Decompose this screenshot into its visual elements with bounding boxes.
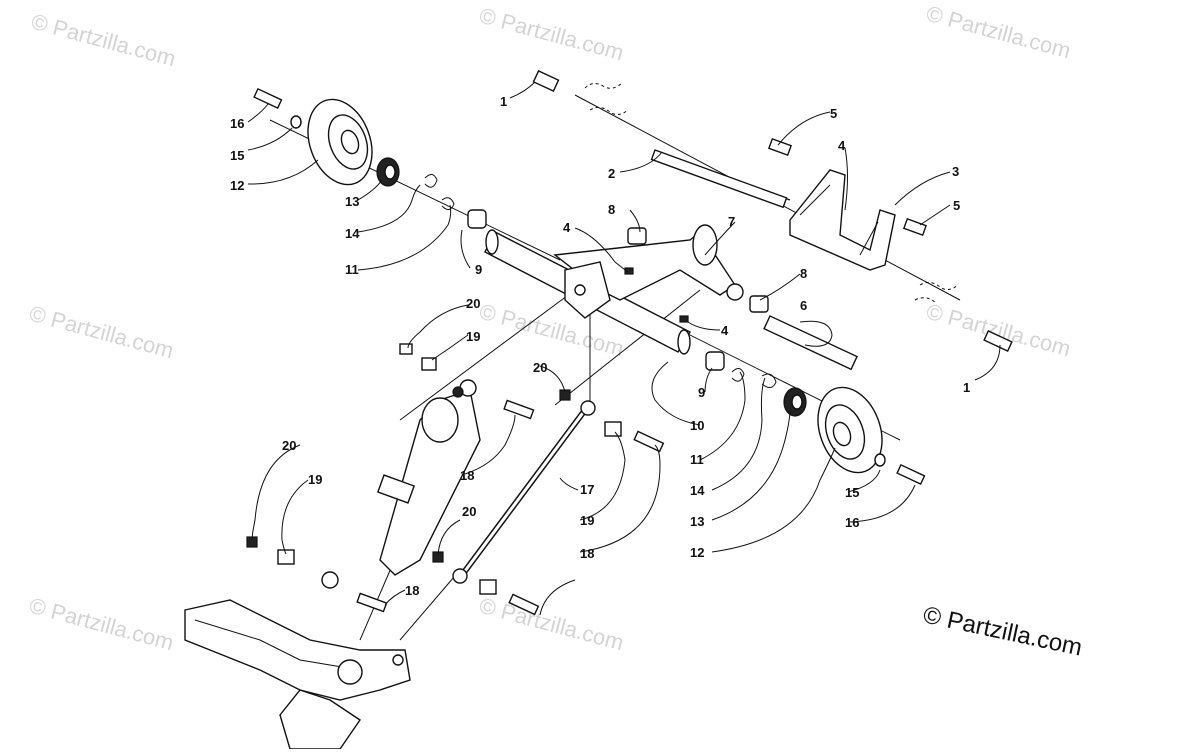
callout-14-right: 14: [690, 483, 705, 498]
callout-14-left: 14: [345, 226, 360, 241]
callout-19-lower: 19: [580, 513, 594, 528]
callout-17: 17: [580, 482, 594, 497]
callout-13-left: 13: [345, 194, 359, 209]
callout-20-lower: 20: [462, 504, 476, 519]
callout-20-mid: 20: [533, 360, 547, 375]
callout-12-right: 12: [690, 545, 704, 560]
watermark: © Partzilla.com: [27, 593, 177, 656]
callout-1-right: 1: [963, 380, 970, 395]
watermark: © Partzilla.com: [924, 1, 1074, 64]
left-wheel: [253, 87, 455, 210]
shock-absorber: [321, 343, 535, 589]
callout-4-mid: 4: [563, 220, 571, 235]
lower-shaft: [763, 315, 858, 371]
watermark: © Partzilla.com: [477, 593, 627, 656]
callout-10: 10: [690, 418, 704, 433]
callout-13-right: 13: [690, 514, 704, 529]
callout-16-left: 16: [230, 116, 244, 131]
upper-shaft: [532, 69, 791, 209]
swing-arm: [484, 224, 744, 355]
callout-6: 6: [800, 298, 807, 313]
callout-16-right: 16: [845, 515, 859, 530]
callout-7: 7: [728, 214, 735, 229]
watermark: © Partzilla.com: [477, 3, 627, 66]
callout-12-left: 12: [230, 178, 244, 193]
callout-5-upper: 5: [830, 106, 837, 121]
callout-9-left: 9: [475, 262, 482, 277]
callout-9-right: 9: [698, 385, 705, 400]
callout-5-right: 5: [953, 198, 960, 213]
callout-18-right: 18: [580, 546, 594, 561]
watermark: © Partzilla.com: [924, 299, 1074, 362]
callout-1-top: 1: [500, 94, 507, 109]
watermarks: © Partzilla.com © Partzilla.com © Partzi…: [27, 1, 1074, 656]
callout-20-left: 20: [282, 438, 296, 453]
callout-labels: 1 1 2 3 4 4 4 5 5 6 7 8 8 9 9 10 11 11 1…: [230, 94, 970, 598]
callout-11-left: 11: [345, 262, 359, 277]
partzilla-brand-mark: © Partzilla.com: [921, 601, 1085, 661]
callout-8-upper: 8: [608, 202, 615, 217]
callout-11-right: 11: [690, 452, 704, 467]
callout-19-upper: 19: [466, 329, 480, 344]
callout-18-upper: 18: [460, 468, 474, 483]
callout-18-lower: 18: [405, 583, 419, 598]
right-wheel: [731, 368, 926, 485]
callout-3: 3: [952, 164, 959, 179]
watermark: © Partzilla.com: [27, 301, 177, 364]
bushings: [467, 209, 769, 371]
bracket-assembly: [767, 137, 1013, 352]
callout-4-upper: 4: [838, 138, 846, 153]
callout-2: 2: [608, 166, 615, 181]
callout-19-left: 19: [308, 472, 322, 487]
frame-section: [184, 599, 411, 750]
leader-lines: [247, 81, 1001, 616]
watermark: © Partzilla.com: [29, 9, 179, 72]
callout-15-right: 15: [845, 485, 859, 500]
callout-8-right: 8: [800, 266, 807, 281]
callout-15-left: 15: [230, 148, 244, 163]
callout-4-lower: 4: [721, 323, 729, 338]
callout-20-upper: 20: [466, 296, 480, 311]
